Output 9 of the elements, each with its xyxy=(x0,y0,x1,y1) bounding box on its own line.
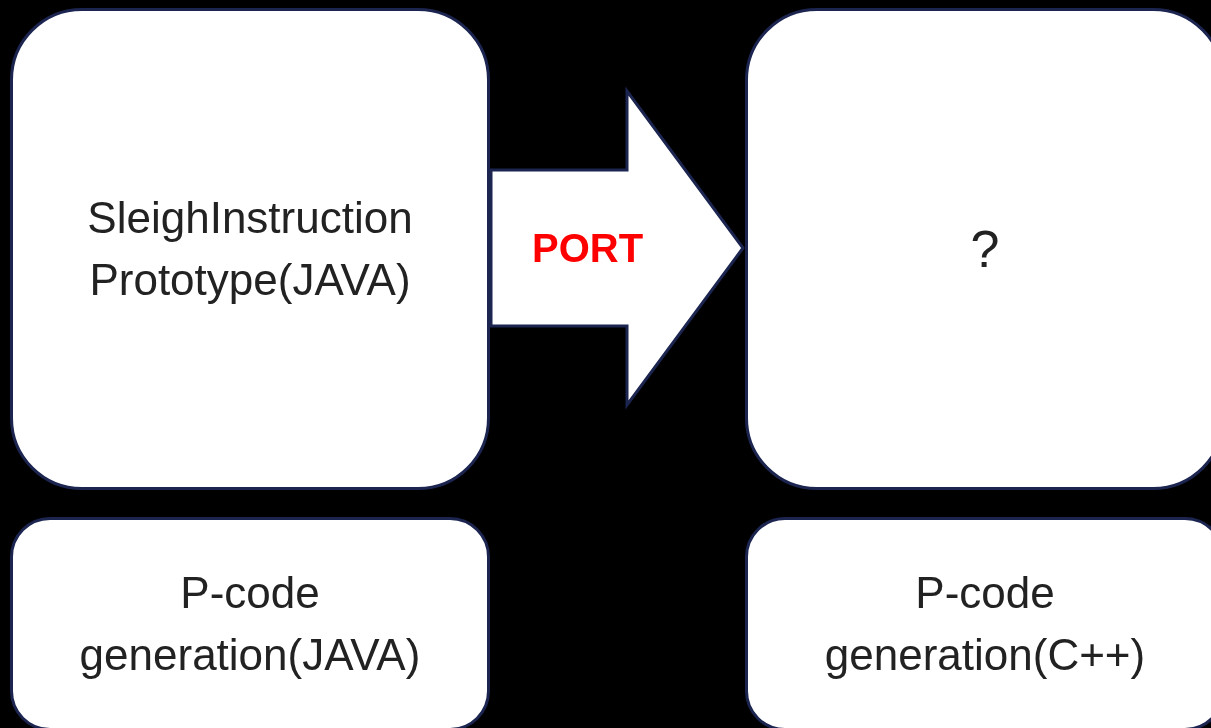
rounded-box xyxy=(745,8,1211,490)
rounded-box xyxy=(745,517,1211,728)
rounded-box xyxy=(10,517,490,728)
box-text: ? xyxy=(970,218,1000,280)
box-text: P-code generation(C++) xyxy=(823,567,1147,681)
box-text: SleighInstruction Prototype(JAVA) xyxy=(86,192,414,306)
rounded-box xyxy=(10,8,490,490)
block-arrow xyxy=(489,86,745,410)
box-text: P-code generation(JAVA) xyxy=(78,567,422,681)
